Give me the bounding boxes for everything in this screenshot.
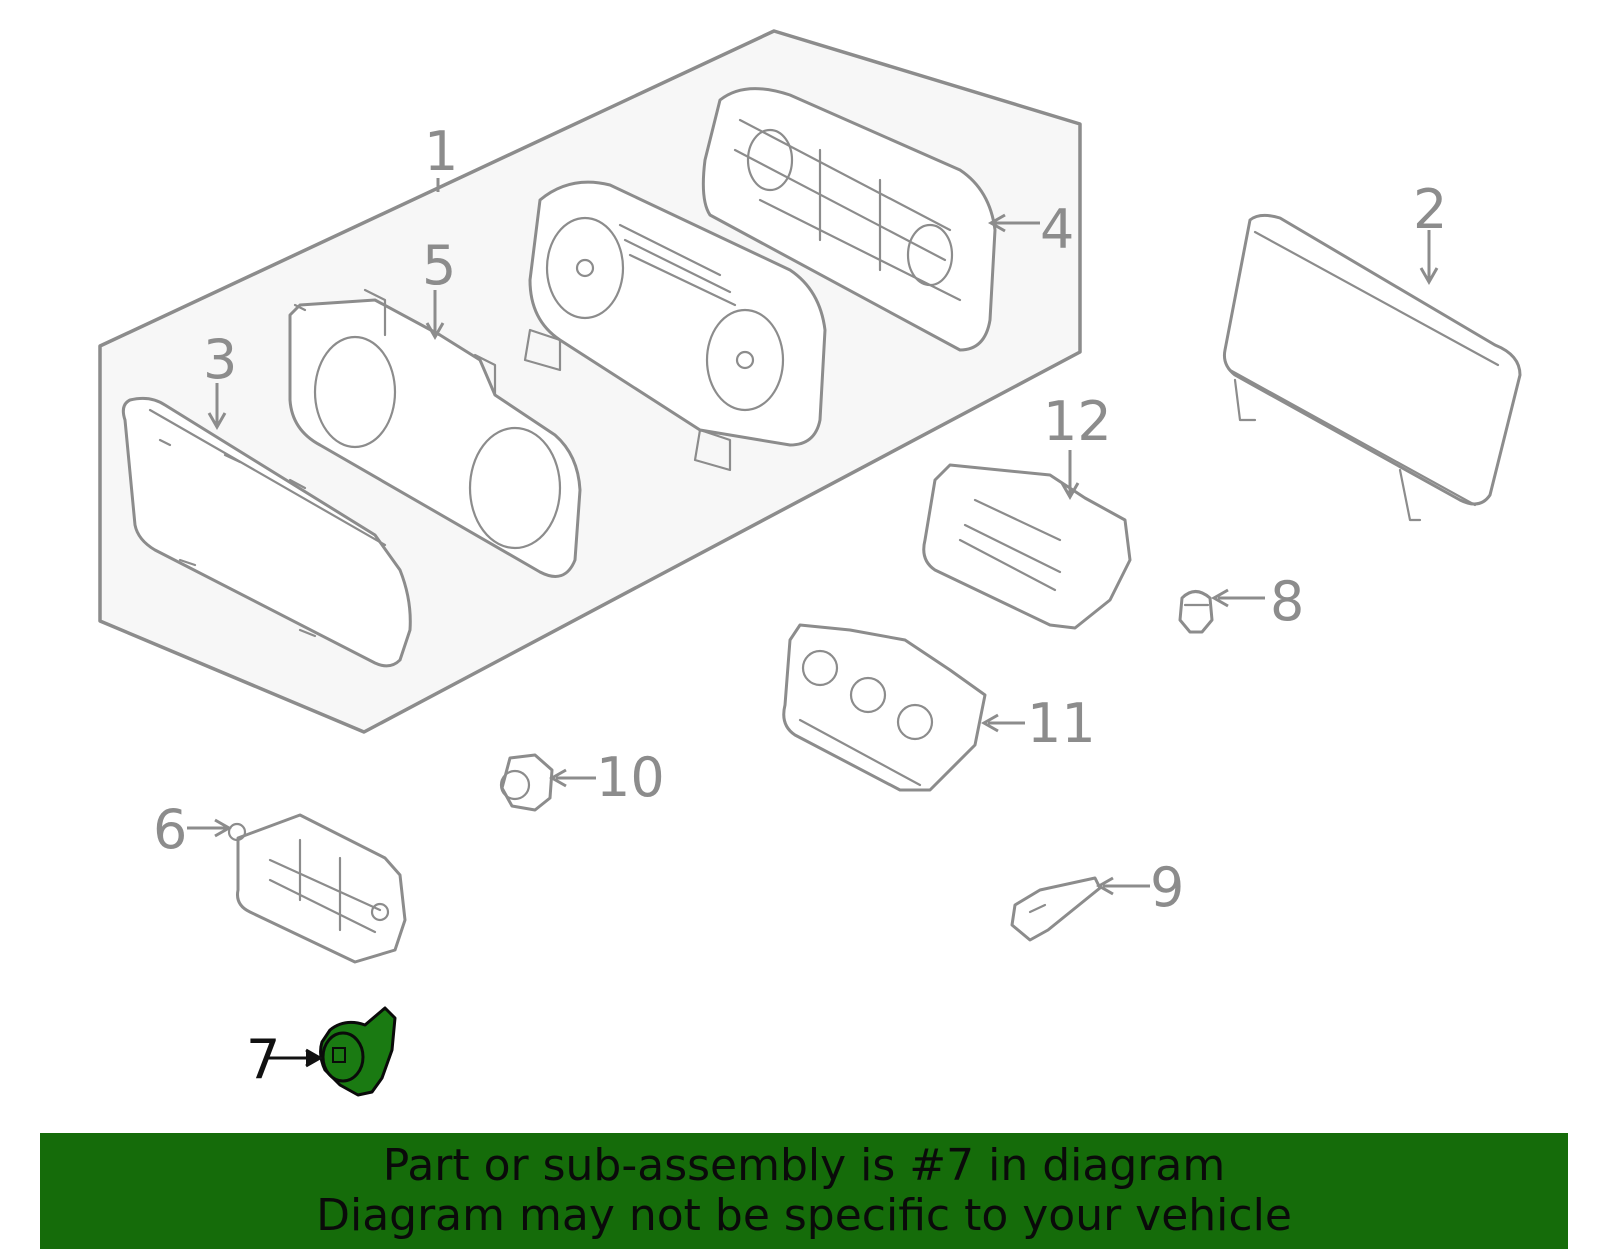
callout-11: 11 [1027,692,1096,755]
callout-7: 7 [246,1028,280,1091]
part-7-switch[interactable] [319,1006,397,1097]
arrow-3 [207,412,227,431]
arrow-4 [987,213,1006,233]
banner-line-part: Part or sub-assembly is #7 in diagram [382,1140,1226,1191]
arrow-6 [214,818,233,838]
assembly-1-group-box [98,29,1082,734]
part-9-connector[interactable] [1010,876,1102,942]
part-2-display[interactable] [1223,213,1522,522]
part-12-climate-panel[interactable] [922,463,1132,630]
part-4-rear-case[interactable] [701,87,997,352]
callout-4: 4 [1040,198,1074,261]
part-10-sensor[interactable] [499,753,554,812]
part-3-lens[interactable] [121,396,412,668]
callout-12: 12 [1043,390,1112,453]
arrow-12 [1060,482,1080,501]
part-1-gauge-face[interactable] [523,180,827,472]
banner-line-disclaimer: Diagram may not be specific to your vehi… [316,1190,1292,1241]
arrow-5 [425,322,445,341]
callout-10: 10 [596,746,665,809]
part-6-module[interactable] [227,813,407,964]
part-8-clip[interactable] [1178,590,1214,634]
callout-3: 3 [203,328,237,391]
arrow-8 [1210,588,1229,608]
callout-2: 2 [1413,178,1447,241]
part-11-heater-control[interactable] [782,623,987,792]
callout-5: 5 [422,234,456,297]
callout-9: 9 [1150,856,1184,919]
arrow-9 [1095,876,1114,896]
arrow-11 [980,713,999,733]
part-5-housing[interactable] [288,288,582,578]
callout-6: 6 [153,798,187,861]
arrow-10 [548,768,567,788]
info-banner: Part or sub-assembly is #7 in diagram Di… [40,1133,1568,1249]
arrow-2 [1419,267,1439,286]
callout-1: 1 [424,120,458,183]
callout-8: 8 [1270,570,1304,633]
arrow-7 [305,1048,324,1068]
